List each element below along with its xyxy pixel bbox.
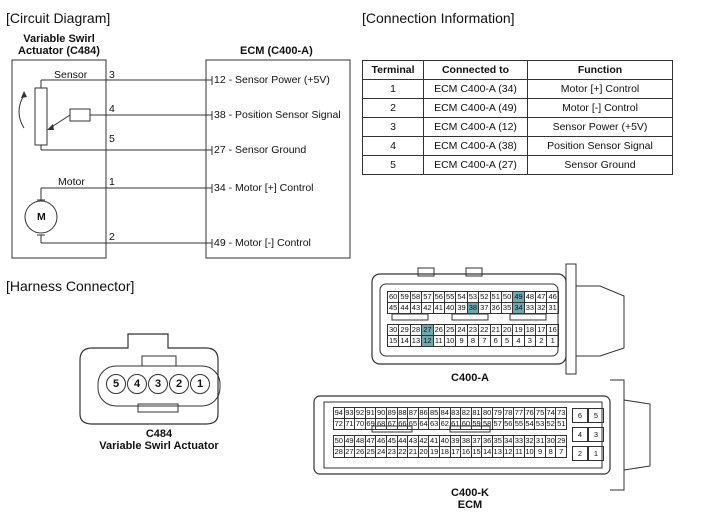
c400k-label: C400-K (451, 487, 489, 499)
header-function: Function (527, 60, 673, 80)
pin-cell: 51 (555, 418, 568, 430)
cell: 4 (362, 136, 424, 156)
sensor-label: Sensor (54, 69, 88, 81)
table-header-row: Terminal Connected to Function (362, 60, 673, 80)
pin-cell: 12 (421, 335, 434, 347)
cell: Sensor Ground (527, 155, 673, 175)
c400k-sublabel: ECM (457, 499, 483, 511)
c484-sublabel: Variable Swirl Actuator (99, 440, 219, 452)
motor-symbol: M (37, 211, 46, 223)
pin-cell: 31 (546, 302, 559, 314)
cell: 1 (362, 79, 424, 99)
cell: 2 (362, 98, 424, 118)
pin-2: 2 (109, 231, 115, 243)
pin-cell: 2 (572, 446, 588, 461)
cell: ECM C400-A (49) (423, 98, 528, 118)
pin-cell: 4 (572, 427, 588, 442)
cell: ECM C400-A (38) (423, 136, 528, 156)
pin-cell: 38 (466, 302, 480, 314)
cell: Motor [-] Control (527, 98, 673, 118)
pin-cell: 1 (546, 335, 559, 347)
cell: Sensor Power (+5V) (527, 117, 673, 137)
ecm-pin-38: 38 - Position Sensor Signal (214, 109, 341, 121)
cell: ECM C400-A (12) (423, 117, 528, 137)
cell: 5 (362, 155, 424, 175)
header-connected-to: Connected to (423, 60, 528, 80)
pin-cell: 5 (588, 408, 604, 423)
pin-cell: 6 (572, 408, 588, 423)
ecm-pin-34: 34 - Motor [+] Control (214, 182, 314, 194)
ecm-name: ECM (C400-A) (240, 45, 313, 57)
c484-pin: 4 (127, 374, 147, 394)
actuator-name: Variable Swirl (23, 33, 95, 45)
cell: ECM C400-A (27) (423, 155, 528, 175)
c400a-label: C400-A (451, 372, 489, 384)
pin-1: 1 (109, 176, 115, 188)
pin-cell: 7 (555, 446, 568, 458)
cell: Position Sensor Signal (527, 136, 673, 156)
pin-3: 3 (109, 69, 115, 81)
ecm-pin-27: 27 - Sensor Ground (214, 144, 307, 156)
pin-cell: 3 (588, 427, 604, 442)
actuator-name-2: Actuator (C484) (18, 45, 100, 57)
pin-5: 5 (109, 133, 115, 145)
cell: ECM C400-A (34) (423, 79, 528, 99)
pin-4: 4 (109, 103, 115, 115)
cell: Motor [+] Control (527, 79, 673, 99)
c484-pin: 5 (106, 374, 126, 394)
c484-pin: 1 (190, 374, 210, 394)
c484-label: C484 (145, 428, 173, 440)
circuit-diagram-title: [Circuit Diagram] (6, 10, 111, 26)
harness-title: [Harness Connector] (6, 278, 135, 294)
ecm-pin-49: 49 - Motor [-] Control (214, 237, 311, 249)
motor-label: Motor (58, 176, 85, 188)
ecm-pin-12: 12 - Sensor Power (+5V) (214, 74, 330, 86)
c484-pin: 2 (169, 374, 189, 394)
header-terminal: Terminal (362, 60, 424, 80)
connection-info-title: [Connection Information] (362, 10, 515, 26)
pin-cell: 1 (588, 446, 604, 461)
c484-pin: 3 (148, 374, 168, 394)
cell: 3 (362, 117, 424, 137)
